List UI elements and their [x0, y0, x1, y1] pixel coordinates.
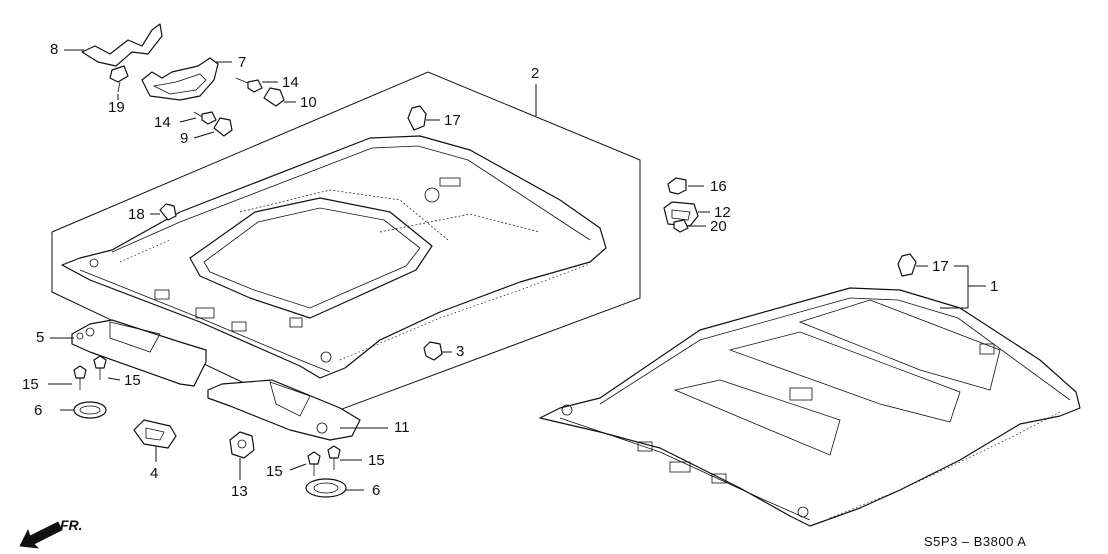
callout-17-upper: 17	[444, 112, 461, 129]
grab-handle-7	[141, 57, 219, 101]
screw-15-b	[93, 355, 107, 380]
callout-15-c: 15	[266, 463, 283, 480]
callout-16: 16	[710, 178, 727, 195]
sunvisor-right	[207, 379, 361, 441]
screw-20	[673, 219, 689, 233]
callout-18: 18	[128, 206, 145, 223]
leader-lines	[48, 49, 986, 491]
bracket-8	[81, 23, 163, 67]
clip-18	[159, 203, 177, 221]
part-2-boundary	[51, 71, 641, 419]
cap-9	[213, 117, 233, 137]
clip-16	[667, 177, 687, 195]
callout-11: 11	[394, 419, 410, 436]
callout-1: 1	[990, 278, 998, 295]
callout-5: 5	[36, 329, 44, 346]
sunvisor-left	[71, 319, 207, 387]
screw-15-d	[327, 445, 341, 470]
screw-14-lower	[193, 111, 217, 125]
callout-9: 9	[180, 130, 188, 147]
screw-14-upper	[235, 77, 263, 93]
screw-15-c	[307, 451, 321, 476]
light-12	[663, 201, 699, 227]
callout-3: 3	[456, 343, 464, 360]
headliner-plain	[539, 287, 1081, 527]
callout-14-lower: 14	[154, 114, 171, 131]
callout-8: 8	[50, 41, 58, 58]
holder-4	[133, 419, 177, 449]
callout-6-left: 6	[34, 402, 42, 419]
callout-12: 12	[714, 204, 731, 221]
headliner-with-sunroof	[61, 135, 607, 379]
callout-13: 13	[231, 483, 248, 500]
bolt-19	[109, 65, 129, 93]
callout-15-a: 15	[22, 376, 39, 393]
cap-10	[263, 87, 285, 107]
screw-15-a	[73, 365, 87, 390]
callout-14-upper: 14	[282, 74, 299, 91]
clip-17-right	[897, 253, 917, 277]
ring-6-right	[305, 478, 347, 498]
front-direction-arrow: FR.	[19, 517, 83, 549]
callout-labels: 1 2 3 4 5 6 6 7 8 9 10 11 12 13 14 14 15…	[22, 41, 998, 500]
ring-6-left	[73, 401, 107, 419]
callout-17-right: 17	[932, 258, 949, 275]
drawing-code: S5P3 – B3800 A	[924, 534, 1026, 549]
holder-13	[229, 431, 255, 459]
callout-19: 19	[108, 99, 125, 116]
callout-2: 2	[531, 65, 539, 82]
callout-20: 20	[710, 218, 727, 235]
callout-15-b: 15	[124, 372, 141, 389]
clip-17-upper	[407, 105, 427, 131]
callout-4: 4	[150, 465, 158, 482]
callout-15-d: 15	[368, 452, 385, 469]
clip-3	[423, 341, 443, 361]
callout-10: 10	[300, 94, 317, 111]
callout-6-right: 6	[372, 482, 380, 499]
front-label: FR.	[60, 517, 83, 533]
callout-7: 7	[238, 54, 246, 71]
